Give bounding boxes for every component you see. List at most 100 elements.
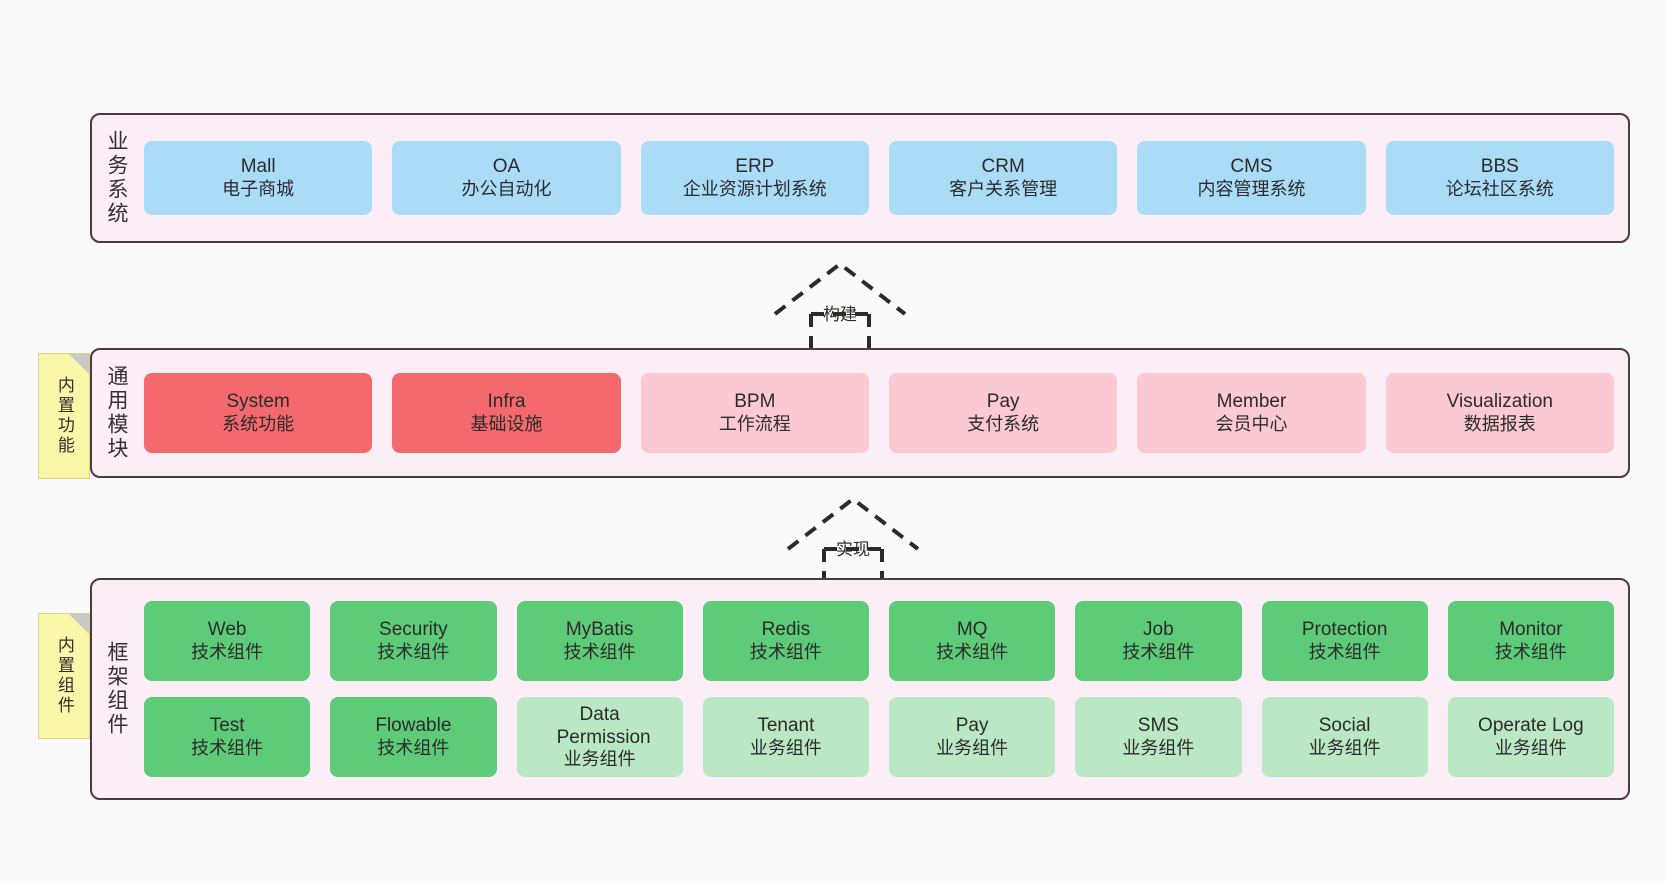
card-mall[interactable]: Mall 电子商城 — [144, 141, 373, 215]
card-pay-module[interactable]: Pay 支付系统 — [888, 373, 1118, 453]
card-title-en: Flowable — [375, 715, 452, 737]
card-row: System 系统功能 Infra 基础设施 BPM 工作流程 Pay 支付系统… — [144, 373, 1614, 453]
card-title-cn: 客户关系管理 — [949, 178, 1058, 199]
note-fold-corner-icon — [69, 354, 89, 374]
card-erp[interactable]: ERP 企业资源计划系统 — [640, 141, 869, 215]
card-title-cn: 技术组件 — [191, 641, 264, 662]
card-bbs[interactable]: BBS 论坛社区系统 — [1385, 141, 1614, 215]
card-title-en: MyBatis — [565, 619, 634, 641]
card-title-en: ERP — [735, 156, 775, 178]
note-text: 内置功能 — [54, 376, 74, 456]
connector-implement: 实现 — [778, 493, 928, 589]
card-title-en: System — [226, 391, 290, 413]
layer-title-framework-components: 框架组件 — [92, 580, 140, 798]
card-title-en: BPM — [734, 391, 776, 413]
layer-body-framework-components: Web 技术组件 Security 技术组件 MyBatis 技术组件 Redi… — [140, 580, 1628, 798]
card-mq[interactable]: MQ 技术组件 — [889, 601, 1056, 681]
card-title-cn: 业务组件 — [1308, 737, 1381, 758]
card-sms[interactable]: SMS 业务组件 — [1075, 697, 1242, 777]
card-cms[interactable]: CMS 内容管理系统 — [1137, 141, 1366, 215]
card-system[interactable]: System 系统功能 — [144, 373, 373, 453]
card-data-permission[interactable]: Data Permission 业务组件 — [516, 697, 683, 777]
card-title-cn: 技术组件 — [749, 641, 822, 662]
card-title-cn: 业务组件 — [1494, 737, 1567, 758]
card-title-cn: 数据报表 — [1463, 413, 1536, 434]
card-title-en: CMS — [1230, 156, 1273, 178]
card-title-en: Data Permission — [556, 703, 651, 749]
connector-build: 构建 — [765, 258, 915, 354]
card-web[interactable]: Web 技术组件 — [144, 601, 311, 681]
card-tenant[interactable]: Tenant 业务组件 — [702, 697, 869, 777]
card-title-cn: 技术组件 — [1308, 641, 1381, 662]
card-title-en: Visualization — [1446, 391, 1553, 413]
card-title-cn: 电子商城 — [222, 178, 295, 199]
card-redis[interactable]: Redis 技术组件 — [702, 601, 869, 681]
card-title-cn: 会员中心 — [1215, 413, 1288, 434]
card-title-cn: 办公自动化 — [461, 178, 552, 199]
card-title-cn: 业务组件 — [1122, 737, 1195, 758]
card-title-en: Tenant — [757, 715, 815, 737]
layer-body-business-systems: Mall 电子商城 OA 办公自动化 ERP 企业资源计划系统 CRM 客户关系… — [140, 115, 1628, 241]
card-monitor[interactable]: Monitor 技术组件 — [1447, 601, 1614, 681]
card-title-cn: 系统功能 — [222, 413, 295, 434]
card-pay-component[interactable]: Pay 业务组件 — [889, 697, 1056, 777]
card-infra[interactable]: Infra 基础设施 — [392, 373, 621, 453]
card-title-en: Social — [1318, 715, 1371, 737]
card-title-cn: 工作流程 — [718, 413, 791, 434]
card-oa[interactable]: OA 办公自动化 — [392, 141, 621, 215]
layer-common-modules: 通用模块 System 系统功能 Infra 基础设施 BPM 工作流程 Pay — [90, 348, 1630, 478]
card-title-cn: 基础设施 — [470, 413, 543, 434]
card-test[interactable]: Test 技术组件 — [144, 697, 311, 777]
layer-title-business-systems: 业务系统 — [92, 115, 140, 241]
card-row: Test 技术组件 Flowable 技术组件 Data Permission … — [144, 697, 1614, 777]
card-title-en: Pay — [986, 391, 1020, 413]
card-title-en: BBS — [1480, 156, 1519, 178]
card-visualization[interactable]: Visualization 数据报表 — [1385, 373, 1614, 453]
card-operate-log[interactable]: Operate Log 业务组件 — [1447, 697, 1614, 777]
layer-title-text: 框架组件 — [105, 641, 129, 737]
card-row: Mall 电子商城 OA 办公自动化 ERP 企业资源计划系统 CRM 客户关系… — [144, 141, 1614, 215]
card-title-en: CRM — [981, 156, 1025, 178]
card-member[interactable]: Member 会员中心 — [1137, 373, 1366, 453]
card-title-cn: 内容管理系统 — [1197, 178, 1306, 199]
connector-label-build: 构建 — [823, 305, 857, 324]
card-title-en: Protection — [1301, 619, 1388, 641]
card-title-en: SMS — [1137, 715, 1179, 737]
card-title-en: Operate Log — [1478, 715, 1584, 737]
card-title-cn: 业务组件 — [563, 749, 636, 770]
card-title-cn: 技术组件 — [563, 641, 636, 662]
card-title-cn: 企业资源计划系统 — [682, 178, 827, 199]
card-title-cn: 技术组件 — [1494, 641, 1567, 662]
card-title-en: Infra — [487, 391, 526, 413]
card-protection[interactable]: Protection 技术组件 — [1261, 601, 1428, 681]
card-job[interactable]: Job 技术组件 — [1075, 601, 1242, 681]
card-mybatis[interactable]: MyBatis 技术组件 — [516, 601, 683, 681]
card-crm[interactable]: CRM 客户关系管理 — [888, 141, 1118, 215]
note-text: 内置组件 — [54, 636, 74, 716]
card-bpm[interactable]: BPM 工作流程 — [640, 373, 869, 453]
card-title-en: Web — [207, 619, 247, 641]
card-flowable[interactable]: Flowable 技术组件 — [330, 697, 497, 777]
layer-title-common-modules: 通用模块 — [92, 350, 140, 476]
card-title-en: Test — [209, 715, 245, 737]
layer-title-text: 通用模块 — [105, 365, 129, 461]
card-title-en: Job — [1143, 619, 1174, 641]
card-title-cn: 技术组件 — [936, 641, 1009, 662]
card-title-cn: 技术组件 — [1122, 641, 1195, 662]
card-title-cn: 技术组件 — [377, 641, 450, 662]
card-title-en: Security — [379, 619, 448, 641]
note-builtin-components: 内置组件 — [38, 613, 90, 739]
card-row: Web 技术组件 Security 技术组件 MyBatis 技术组件 Redi… — [144, 601, 1614, 681]
card-security[interactable]: Security 技术组件 — [330, 601, 497, 681]
card-title-cn: 支付系统 — [967, 413, 1040, 434]
card-title-cn: 技术组件 — [191, 737, 264, 758]
card-title-cn: 论坛社区系统 — [1445, 178, 1554, 199]
note-fold-corner-icon — [69, 614, 89, 634]
card-title-en: OA — [492, 156, 521, 178]
card-social[interactable]: Social 业务组件 — [1261, 697, 1428, 777]
card-title-en: Pay — [955, 715, 989, 737]
card-title-en: Monitor — [1499, 619, 1563, 641]
layer-framework-components: 框架组件 Web 技术组件 Security 技术组件 MyBatis 技术组件… — [90, 578, 1630, 800]
connector-label-implement: 实现 — [836, 540, 870, 559]
